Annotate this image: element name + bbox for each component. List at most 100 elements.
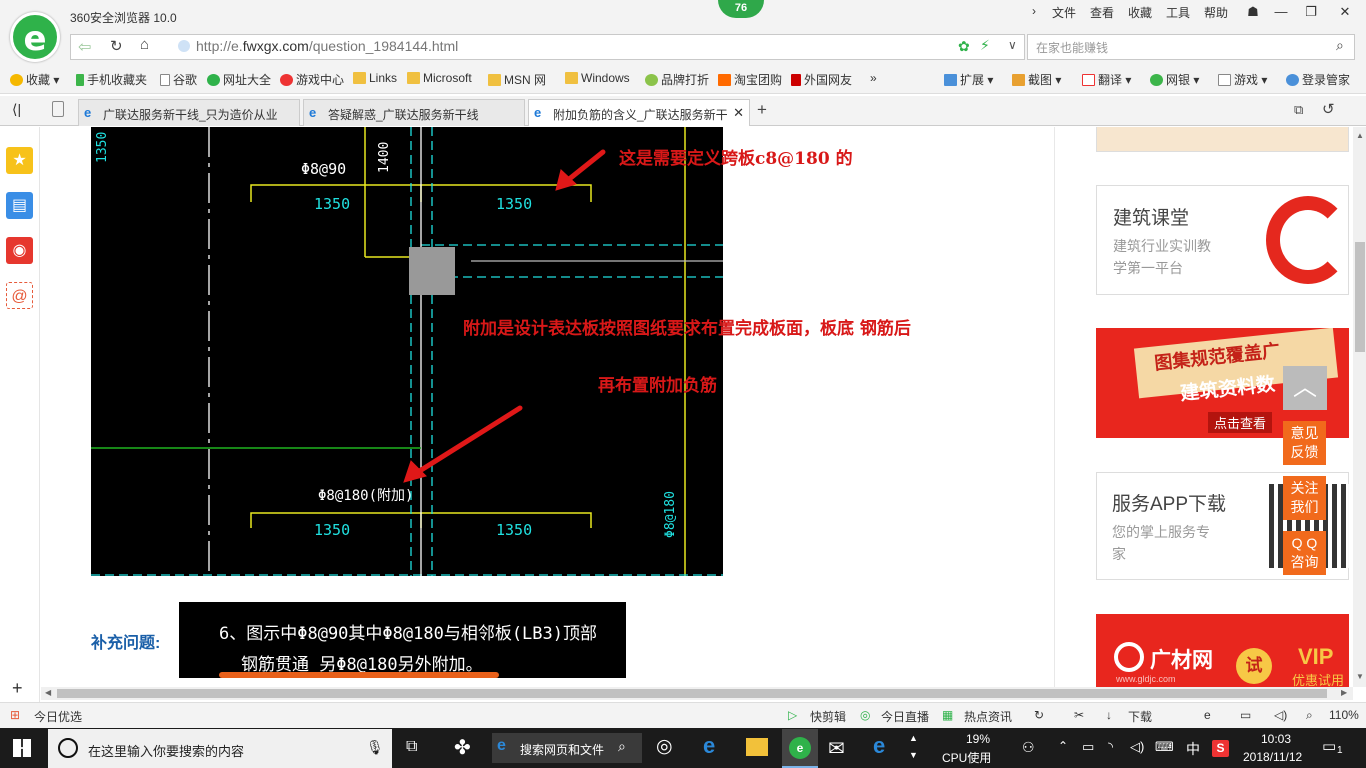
back-icon[interactable]: ⇦ (78, 39, 92, 56)
scroll-up-icon[interactable]: ▲ (1356, 131, 1364, 140)
fav-collect[interactable]: 收藏 ▾ (10, 71, 59, 88)
clock-time[interactable]: 10:03 (1261, 732, 1292, 746)
clip-icon[interactable]: ▷ (788, 708, 798, 722)
refresh-icon[interactable]: ↻ (110, 38, 123, 55)
zoom-level[interactable]: 110% (1329, 708, 1359, 722)
microphone-icon[interactable]: 🎙 (366, 739, 384, 755)
clean-icon[interactable]: ✂ (1074, 708, 1085, 722)
fav-microsoft[interactable]: Microsoft (407, 71, 472, 85)
address-bar[interactable] (70, 34, 1025, 60)
new-tab-icon[interactable]: + (757, 100, 767, 119)
speed-icon[interactable]: ✿ (958, 38, 970, 54)
battery-icon[interactable]: ▭ (1082, 739, 1095, 754)
search-box[interactable] (1027, 34, 1355, 60)
mobile-icon[interactable] (52, 101, 64, 117)
status-live[interactable]: 今日直播 (881, 710, 930, 724)
taskbar-search[interactable] (48, 729, 392, 768)
close-tab-icon[interactable]: ✕ (733, 105, 744, 120)
edge-icon[interactable]: e (873, 733, 886, 758)
ext-screenshot[interactable]: 截图 ▾ (1012, 71, 1061, 88)
reader-icon[interactable]: ▤ (6, 192, 33, 219)
speaker-icon[interactable]: ◁) (1130, 739, 1145, 754)
home-icon[interactable]: ⌂ (140, 36, 150, 53)
ie-mode-icon[interactable]: e (1204, 708, 1211, 722)
banner1-link[interactable]: 点击查看 (1208, 412, 1273, 433)
follow-button[interactable]: 关注我们 (1283, 476, 1326, 520)
scroll-left-icon[interactable]: ◀ (45, 688, 52, 697)
search-icon[interactable]: ⌕ (1336, 37, 1344, 53)
weibo-icon[interactable]: ◉ (6, 237, 33, 264)
notification-icon[interactable]: ▭ (1322, 738, 1337, 755)
windows-start-icon[interactable] (13, 739, 31, 757)
add-sidebar-icon[interactable]: + (12, 678, 23, 698)
window-icon[interactable]: ▭ (1240, 708, 1252, 722)
fav-hao[interactable]: 网址大全 (207, 71, 271, 88)
score-badge[interactable]: 76 (718, 0, 764, 18)
star-icon[interactable]: ★ (6, 147, 33, 174)
live-icon[interactable]: ◎ (860, 708, 871, 722)
mail-icon[interactable]: @ (6, 282, 33, 309)
more-favorites-icon[interactable]: » (870, 71, 877, 85)
status-quick-clip[interactable]: 快剪辑 (810, 710, 847, 724)
news-icon[interactable]: ▦ (942, 708, 954, 722)
fav-mobile[interactable]: 手机收藏夹 (76, 71, 147, 88)
scroll-thumb[interactable] (1355, 242, 1365, 352)
menu-favorites[interactable]: 收藏 (1128, 6, 1153, 20)
wifi-icon[interactable]: ◝ (1108, 739, 1114, 754)
minimize-icon[interactable]: — (1274, 4, 1288, 19)
browser-logo-icon[interactable]: e (10, 12, 60, 62)
speedup-icon[interactable]: ↻ (1034, 708, 1045, 722)
scroll-right-icon[interactable]: ▶ (1341, 688, 1348, 697)
tray-chevron-icon[interactable]: ⌃ (1058, 739, 1069, 753)
feedback-button[interactable]: 意见反馈 (1283, 421, 1326, 465)
fav-msn[interactable]: MSN 网 (488, 71, 546, 88)
keyboard-icon[interactable]: ⌨ (1155, 739, 1174, 754)
clock-date[interactable]: 2018/11/12 (1243, 750, 1303, 764)
tab-list-icon[interactable]: ⧉ (1294, 102, 1304, 117)
status-download[interactable]: 下载 (1128, 710, 1153, 724)
menu-chevron-icon[interactable]: › (1032, 4, 1036, 18)
security-icon[interactable] (178, 40, 190, 52)
fav-windows[interactable]: Windows (565, 71, 630, 85)
status-news[interactable]: 热点资讯 (964, 710, 1013, 724)
explorer-icon[interactable] (746, 738, 768, 756)
fav-google[interactable]: 谷歌 (160, 71, 197, 88)
menu-file[interactable]: 文件 (1052, 6, 1077, 20)
sidebar-toggle-icon[interactable]: ⟨| (12, 101, 22, 117)
horizontal-scrollbar[interactable]: ◀ ▶ (41, 687, 1353, 700)
url-text[interactable]: http://e.fwxgx.com/question_1984144.html (196, 38, 459, 54)
360-guard-icon[interactable]: ◎ (656, 736, 673, 757)
people-icon[interactable]: ⚇ (1022, 739, 1035, 755)
menu-tools[interactable]: 工具 (1166, 6, 1191, 20)
menu-help[interactable]: 帮助 (1204, 6, 1229, 20)
download-icon[interactable]: ↓ (1106, 708, 1112, 722)
ext-games[interactable]: 游戏 ▾ (1218, 71, 1267, 88)
ext-extension[interactable]: 扩展 ▾ (944, 71, 993, 88)
ext-translate[interactable]: 翻译 ▾ (1082, 71, 1131, 88)
gift-icon[interactable]: ⊞ (10, 708, 21, 722)
status-today-picks[interactable]: 今日优选 (34, 710, 83, 724)
undo-close-icon[interactable]: ↺ (1322, 101, 1335, 118)
menu-view[interactable]: 查看 (1090, 6, 1115, 20)
taskbar-scroll-icon[interactable]: ▲▼ (909, 733, 918, 760)
task-view-icon[interactable]: ⧉ (406, 738, 418, 755)
vertical-scrollbar[interactable]: ▲ ▼ (1353, 127, 1366, 687)
back-to-top-icon[interactable]: ︿ (1283, 366, 1327, 410)
web-search-box[interactable] (492, 733, 642, 763)
banner-gldjc[interactable]: 广材网 www.gldjc.com 试 VIP 优惠试用 (1096, 614, 1349, 687)
ext-login[interactable]: 登录管家 (1286, 71, 1350, 88)
close-icon[interactable]: ✕ (1339, 4, 1351, 19)
fav-games[interactable]: 游戏中心 (280, 71, 344, 88)
restore-icon[interactable]: ❐ (1305, 4, 1317, 19)
fav-foreign[interactable]: 外国网友 (791, 71, 852, 88)
ext-bank[interactable]: 网银 ▾ (1150, 71, 1199, 88)
cortana-icon[interactable] (58, 738, 78, 758)
skin-icon[interactable]: ☗ (1247, 4, 1259, 19)
lightning-icon[interactable]: ⚡ (980, 37, 990, 53)
mail-taskbar-icon[interactable]: ✉ (828, 738, 845, 760)
hscroll-thumb[interactable] (57, 689, 1327, 698)
